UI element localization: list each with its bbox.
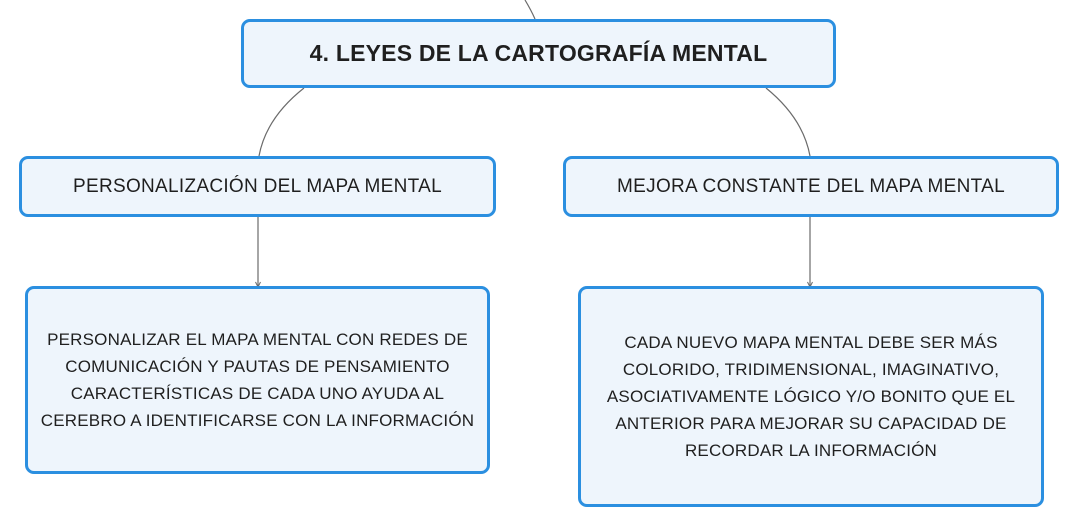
branch-label-constant-improvement: MEJORA CONSTANTE DEL MAPA MENTAL [617,175,1005,197]
detail-text-constant-improvement: CADA NUEVO MAPA MENTAL DEBE SER MÁS COLO… [606,333,1016,460]
central-topic-label: 4. LEYES DE LA CARTOGRAFÍA MENTAL [309,40,768,66]
connector-title-to-left-branch [258,87,305,157]
branch-node-personalization[interactable]: PERSONALIZACIÓN DEL MAPA MENTAL [19,156,496,217]
connector-title-to-right-branch [765,87,811,157]
detail-text-personalization: PERSONALIZAR EL MAPA MENTAL CON REDES DE… [40,330,475,430]
detail-node-constant-improvement[interactable]: CADA NUEVO MAPA MENTAL DEBE SER MÁS COLO… [578,286,1044,507]
detail-node-personalization[interactable]: PERSONALIZAR EL MAPA MENTAL CON REDES DE… [25,286,490,474]
connector-incoming-top [524,0,536,20]
branch-label-personalization: PERSONALIZACIÓN DEL MAPA MENTAL [73,175,442,197]
central-topic-node[interactable]: 4. LEYES DE LA CARTOGRAFÍA MENTAL [241,19,836,88]
branch-node-constant-improvement[interactable]: MEJORA CONSTANTE DEL MAPA MENTAL [563,156,1059,217]
